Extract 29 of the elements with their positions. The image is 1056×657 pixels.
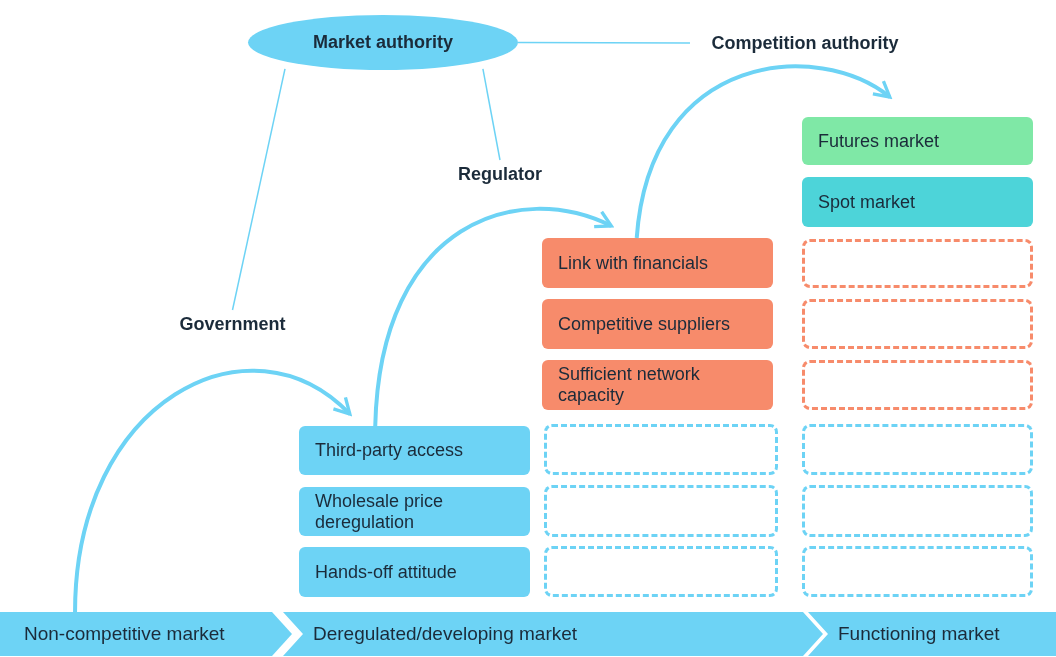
stage-banner: Non-competitive market [0,612,292,656]
empty-box [802,546,1033,597]
curved-arrow [73,369,352,613]
condition-box: Third-party access [299,426,530,475]
authority-label: Competition authority [690,28,920,58]
empty-box [802,360,1033,410]
condition-box: Wholesale price deregulation [299,487,530,536]
condition-box: Competitive suppliers [542,299,773,349]
curved-arrow [373,207,613,427]
authority-label: Government [165,310,300,338]
curved-arrow [634,64,892,239]
condition-box: Hands-off attitude [299,547,530,597]
stage-banner: Functioning market [808,612,1056,656]
condition-box: Sufficient network capacity [542,360,773,410]
market-box: Futures market [802,117,1033,165]
empty-box [802,485,1033,537]
authority-ellipse: Market authority [248,15,518,70]
empty-box [802,299,1033,349]
empty-box [544,424,778,475]
connector-line [517,41,691,44]
empty-box [802,424,1033,475]
authority-label: Regulator [445,160,555,188]
empty-box [802,239,1033,288]
market-box: Spot market [802,177,1033,227]
connector-line [231,68,286,311]
connector-line [482,68,501,161]
condition-box: Link with financials [542,238,773,288]
empty-box [544,485,778,537]
empty-box [544,546,778,597]
